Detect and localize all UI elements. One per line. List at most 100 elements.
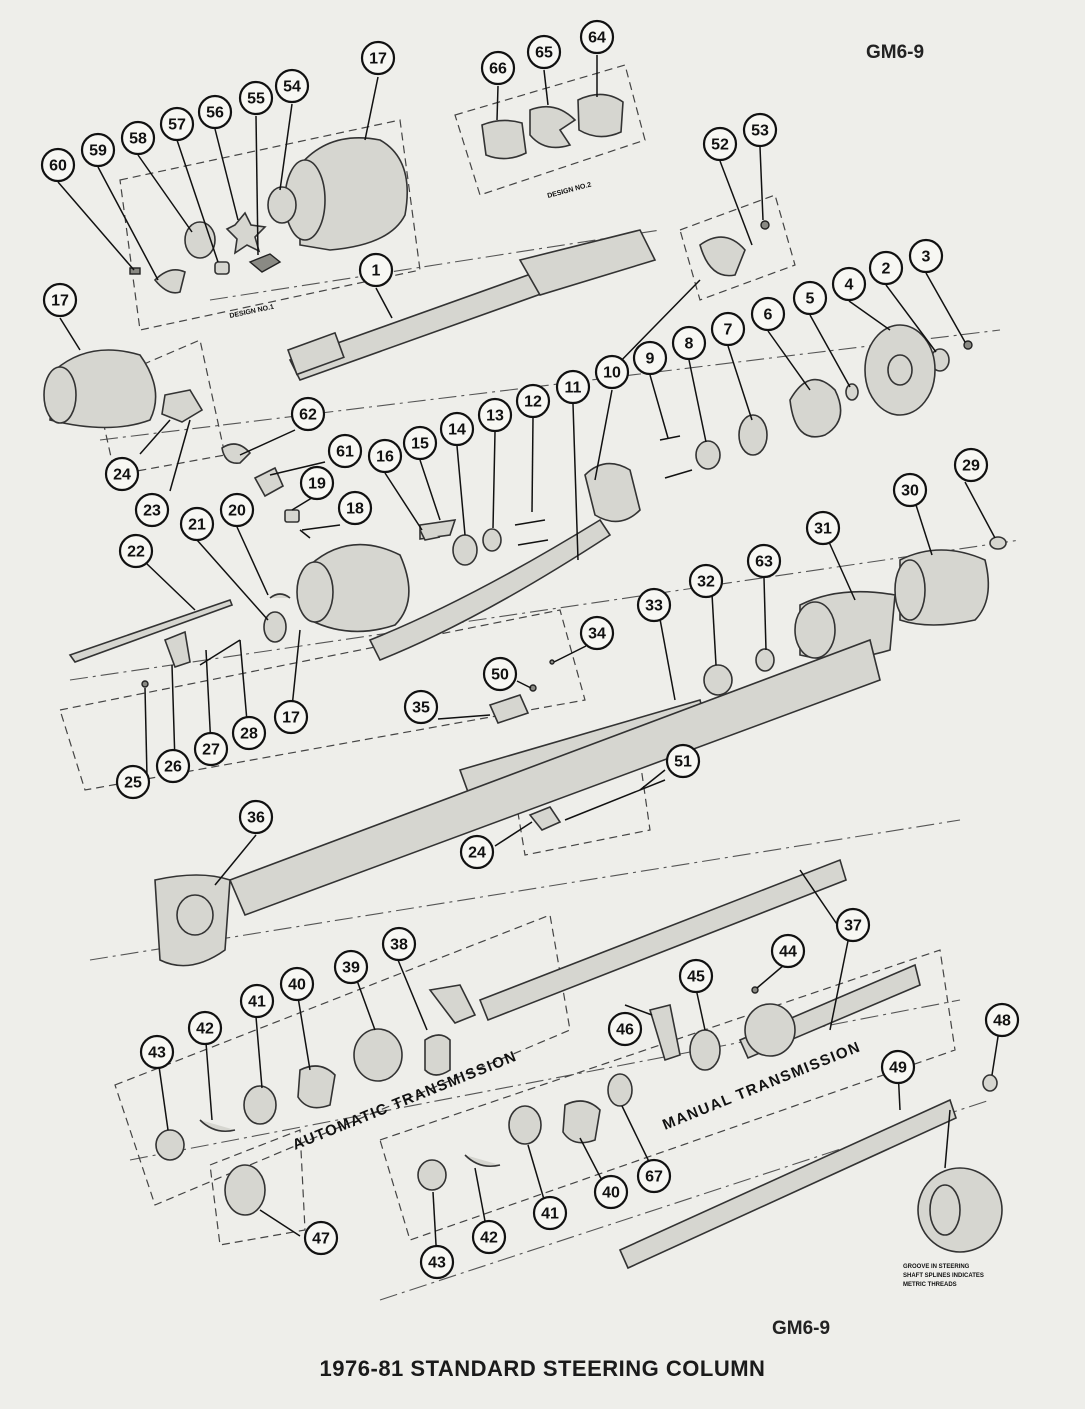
callout-29: 29 (953, 447, 989, 483)
callout-label: 36 (247, 810, 265, 827)
callout-circle (139, 1034, 175, 1070)
callout-41: 41 (532, 1195, 568, 1231)
callout-43: 43 (419, 1244, 455, 1280)
design-2-label: DESIGN NO.2 (547, 181, 592, 199)
callout-33: 33 (636, 587, 672, 623)
part-8-spring (695, 440, 721, 470)
callout-label: 40 (602, 1185, 620, 1202)
callout-7: 7 (710, 311, 746, 347)
diagram-code-bottom: GM6-9 (772, 1318, 831, 1339)
part-13 (482, 528, 502, 552)
callout-52: 52 (702, 126, 738, 162)
callout-label: 16 (376, 449, 394, 466)
callout-circle (636, 1158, 672, 1194)
part-22-rod (68, 598, 234, 663)
callout-62: 62 (290, 396, 326, 432)
callout-label: 48 (993, 1013, 1011, 1030)
part-21 (263, 611, 287, 643)
callout-label: 17 (51, 293, 69, 310)
note-line-2: SHAFT SPLINES INDICATES (903, 1273, 984, 1279)
callout-circle (179, 506, 215, 542)
callout-label: 67 (645, 1169, 663, 1186)
callout-58: 58 (120, 120, 156, 156)
callout-24: 24 (104, 456, 140, 492)
callout-64: 64 (579, 19, 615, 55)
callout-label: 28 (240, 726, 258, 743)
part-40-auto (297, 1065, 336, 1109)
callout-leaders (57, 55, 1001, 1263)
callout-circle (770, 933, 806, 969)
callout-54: 54 (274, 68, 310, 104)
callout-8: 8 (671, 325, 707, 361)
callout-label: 24 (113, 467, 131, 484)
part-2 (963, 340, 973, 350)
callout-circle (381, 926, 417, 962)
part-55 (248, 253, 282, 273)
callout-label: 20 (228, 503, 246, 520)
callout-label: 22 (127, 544, 145, 561)
callout-48: 48 (984, 1002, 1020, 1038)
callouts: 1766656454555657585960535213245678910111… (40, 19, 1020, 1280)
callout-27: 27 (193, 731, 229, 767)
callout-40: 40 (593, 1174, 629, 1210)
callout-55: 55 (238, 80, 274, 116)
housing-17-left (49, 349, 157, 429)
callout-circle (337, 490, 373, 526)
callout-circle (238, 80, 274, 116)
part-38 (424, 1034, 451, 1076)
callout-circle (439, 411, 475, 447)
callout-circle (594, 354, 630, 390)
part-52-sector (699, 236, 746, 277)
part-53 (760, 220, 770, 230)
callout-circle (880, 1049, 916, 1085)
callout-circle (702, 126, 738, 162)
callout-circle (688, 563, 724, 599)
part-32 (703, 664, 733, 696)
callout-19: 19 (299, 465, 335, 501)
shaft-49 (618, 1098, 957, 1270)
callout-label: 9 (646, 351, 655, 368)
callout-circle (792, 280, 828, 316)
part-65 (529, 105, 577, 149)
callout-label: 53 (751, 123, 769, 140)
callout-label: 51 (674, 754, 692, 771)
callout-label: 61 (336, 444, 354, 461)
note-line-1: GROOVE IN STEERING (903, 1264, 970, 1270)
callout-label: 43 (148, 1045, 166, 1062)
diagram-code-top: GM6-9 (866, 42, 925, 63)
diagram-title: 1976-81 STANDARD STEERING COLUMN (319, 1356, 766, 1381)
callout-39: 39 (333, 949, 369, 985)
callout-circle (750, 296, 786, 332)
callout-circle (532, 1195, 568, 1231)
callout-circle (678, 958, 714, 994)
callout-label: 1 (372, 263, 381, 280)
part-26 (163, 630, 191, 669)
part-64 (577, 93, 624, 138)
part-25 (141, 680, 149, 688)
callout-circle (459, 834, 495, 870)
callout-label: 35 (412, 700, 430, 717)
callout-22: 22 (118, 533, 154, 569)
callout-label: 31 (814, 521, 832, 538)
callout-50: 50 (482, 656, 518, 692)
callout-circle (299, 465, 335, 501)
callout-41: 41 (239, 983, 275, 1019)
callout-circle (892, 472, 928, 508)
callout-circle (665, 743, 701, 779)
part-48 (982, 1074, 998, 1092)
callout-circle (273, 699, 309, 735)
callout-label: 17 (282, 710, 300, 727)
callout-circle (327, 433, 363, 469)
callout-37: 37 (835, 907, 871, 943)
callout-23: 23 (134, 492, 170, 528)
part-35 (488, 694, 530, 724)
callout-2: 2 (868, 250, 904, 286)
callout-label: 18 (346, 501, 364, 518)
callout-circle (579, 19, 615, 55)
callout-circle (671, 325, 707, 361)
callout-circle (42, 282, 78, 318)
callout-circle (290, 396, 326, 432)
callout-circle (868, 250, 904, 286)
callout-44: 44 (770, 933, 806, 969)
part-42-auto (199, 1119, 236, 1133)
